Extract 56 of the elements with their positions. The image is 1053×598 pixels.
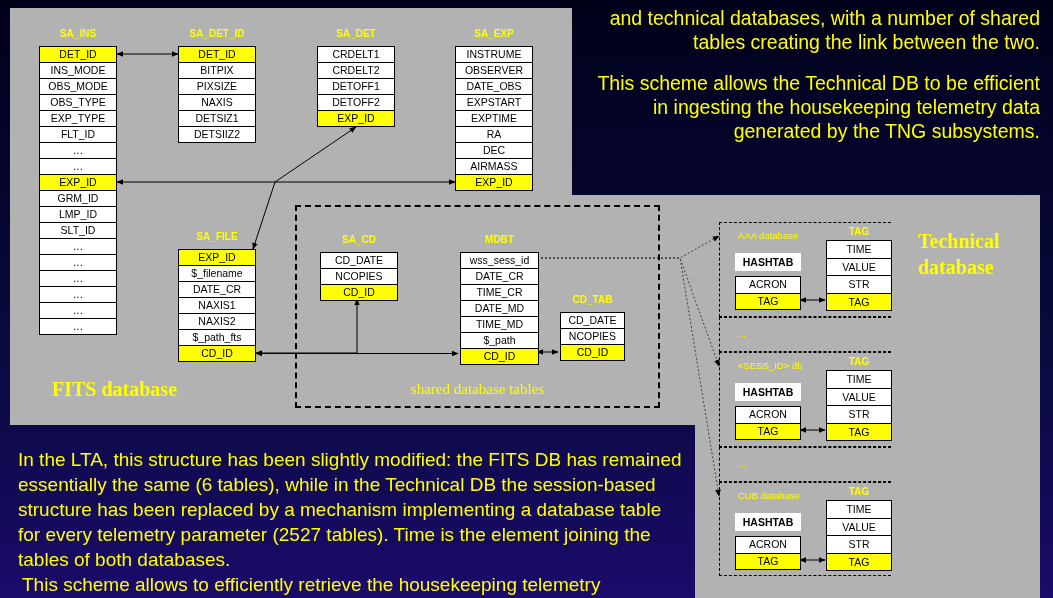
table-name-label: HASHTAB [735,383,801,401]
group-label: CUB database [738,490,800,501]
group-label: ... [738,328,746,339]
section-title: Technical database [918,229,1001,280]
table-field: ACRON [735,406,801,424]
table-field: ACRON [735,536,801,554]
double-headed-arrow [116,179,456,185]
table-name: SA_FILE [195,230,239,244]
section-title: FITS database [52,377,178,402]
table-name: SA_CD [341,233,377,247]
double-headed-arrow [799,297,826,303]
table-field: EXP_ID [455,174,533,191]
table-field: STR [826,405,892,424]
table-field: DETSIIZ2 [178,126,256,143]
description-text: This scheme allows the Technical DB to be efficient in ingesting the housekeeping telemetry data generated by the TNG subsystems. [596,71,1040,143]
dashed-group-box [295,205,660,408]
group-label: ... [738,458,746,469]
dashed-group-box [719,352,891,447]
table-field: CD_ID [320,284,398,301]
table-field: CD_ID [560,344,625,361]
table-name-label: HASHTAB [735,513,801,531]
table-field: STR [826,275,892,294]
table-name: SA_DET_ID [188,27,246,41]
table-field: … [39,318,117,335]
table-name: SA_DET [335,27,377,41]
dashed-group-box [719,482,891,576]
table-name: TAG [847,487,871,496]
table-field: CD_ID [178,345,256,362]
table-field: TIME [826,500,892,519]
table-name: SA_INS [58,27,98,41]
table-name: CD_TAB [571,293,614,307]
table-field: ACRON [735,276,801,294]
table-name: MDBT [484,233,515,247]
table-field: TIME [826,370,892,389]
table-name: TAG [847,357,871,366]
double-headed-arrow [116,51,179,57]
group-label: shared database tables [409,381,546,398]
dashed-group-box [719,222,891,317]
double-headed-arrow [255,350,459,357]
double-headed-arrow [799,557,826,563]
table-field: EXP_ID [317,110,395,127]
table-field: TIME [826,240,892,259]
double-headed-arrow [252,126,357,250]
dashed-group-box [719,447,891,482]
dashed-group-box [719,317,891,352]
group-label: <SESS_ID> db [738,360,803,371]
description-text: In the LTA, this structure has been slightly modified: the FITS DB has remained essentially the same (6 tables), while in the Technical DB the session-based structure has been replaced by a mechanism implementing a database table for every telemetry parameter (2527 tables). Time is the element joining the tables of both databases. [18,448,683,572]
table-field: CD_ID [460,348,539,365]
description-text: and technical databases, with a number of shared tables creating the link between the two. [608,6,1040,54]
description-text: This scheme allows to efficiently retrieve the housekeeping telemetry [22,573,601,597]
table-name: SA_EXP [473,27,515,41]
group-label: AAA database [738,230,799,241]
table-name: TAG [847,227,871,236]
double-headed-arrow [799,427,826,433]
table-field: STR [826,535,892,554]
table-name-label: HASHTAB [735,253,801,271]
